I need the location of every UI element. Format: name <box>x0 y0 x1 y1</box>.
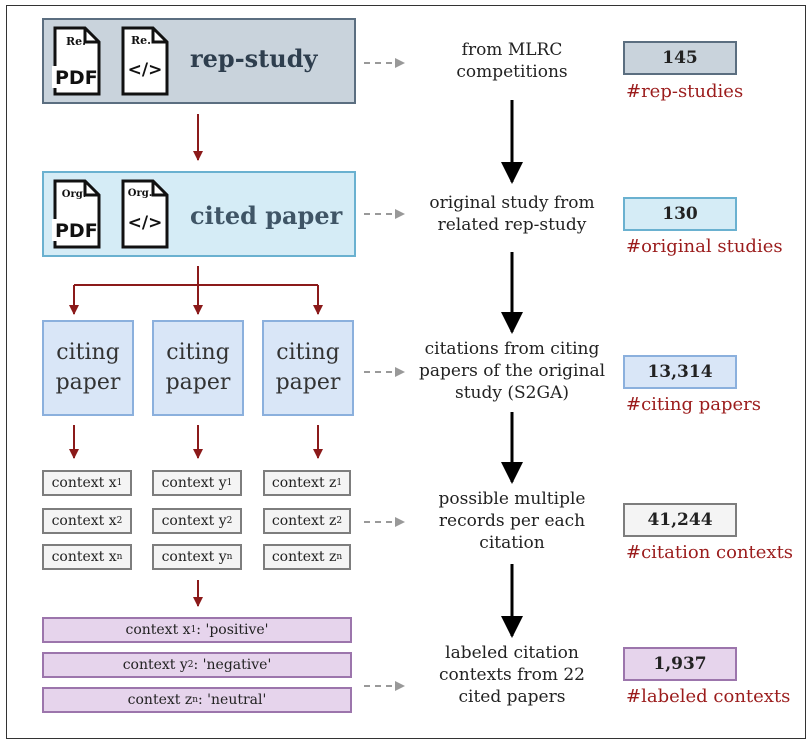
pdf-file-icon: Org. PDF <box>52 179 101 249</box>
code-file-icon: Re. </> <box>121 26 169 96</box>
pdf-text: PDF <box>55 220 98 242</box>
pdf-tag: Re. <box>66 35 86 48</box>
red-branch-connector <box>74 266 318 286</box>
citing-paper-line1: citing <box>56 340 120 365</box>
cited-paper-label: cited paper <box>190 201 343 230</box>
count-caption: #citation contexts <box>626 542 794 563</box>
citing-paper-line1: citing <box>276 340 340 365</box>
citing-paper-box: citing paper <box>262 320 354 416</box>
citing-paper-box: citing paper <box>42 320 134 416</box>
count-caption: #labeled contexts <box>626 686 791 707</box>
cited-paper-box: Org. PDF Org. </> cited paper <box>42 171 356 257</box>
code-file-icon: Org. </> <box>121 179 169 249</box>
diagram-frame <box>6 5 806 739</box>
citing-paper-line2: paper <box>275 370 341 395</box>
count-box: 41,244 <box>623 503 737 537</box>
count-box: 13,314 <box>623 355 737 389</box>
count-caption: #citing papers <box>626 394 762 415</box>
rep-study-label: rep-study <box>190 44 318 73</box>
citing-paper-line2: paper <box>55 370 121 395</box>
code-tag: Org. <box>128 188 152 199</box>
count-caption: #rep-studies <box>626 81 744 102</box>
citing-paper-box: citing paper <box>152 320 244 416</box>
count-caption: #original studies <box>626 236 783 257</box>
citing-paper-line2: paper <box>165 370 231 395</box>
citing-paper-line1: citing <box>166 340 230 365</box>
pdf-text: PDF <box>55 67 98 89</box>
code-tag: Re. <box>131 34 151 47</box>
pdf-file-icon: Re. PDF <box>52 26 101 96</box>
count-box: 1,937 <box>623 647 737 681</box>
pdf-tag: Org. <box>62 189 86 200</box>
count-box: 130 <box>623 197 737 231</box>
rep-study-box: Re. PDF Re. </> rep-study <box>42 18 356 104</box>
code-text: </> <box>128 213 163 233</box>
code-text: </> <box>128 60 163 80</box>
count-box: 145 <box>623 41 737 75</box>
